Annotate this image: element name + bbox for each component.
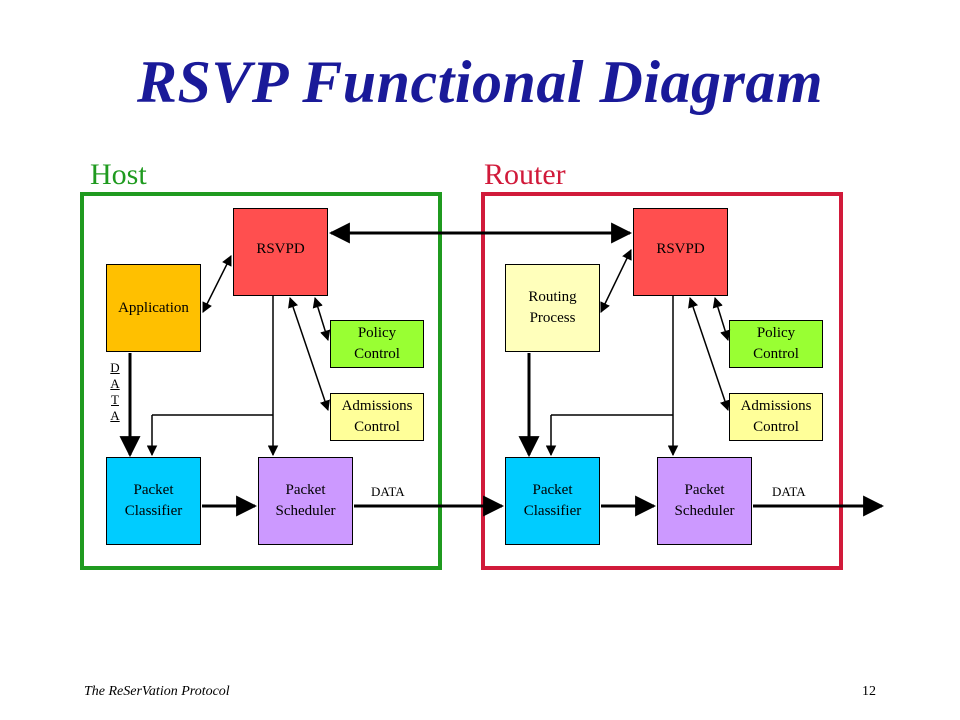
host-rsvpd-admission-arrow bbox=[288, 297, 330, 411]
host-packet-classifier-box: Packet Classifier bbox=[106, 457, 201, 545]
host-packet-scheduler-box: Packet Scheduler bbox=[258, 457, 353, 545]
host-frame bbox=[80, 192, 442, 570]
router-frame bbox=[481, 192, 843, 570]
router-data-label: DATA bbox=[772, 484, 806, 499]
host-data-vertical-label: D A T A bbox=[110, 360, 120, 423]
router-label: Router bbox=[484, 158, 566, 191]
router-packet-scheduler-box: Packet Scheduler bbox=[657, 457, 752, 545]
slide-title: RSVP Functional Diagram bbox=[136, 49, 824, 115]
router-policy-control-box: Policy Control bbox=[729, 320, 823, 368]
page-number: 12 bbox=[862, 684, 876, 699]
host-app-rsvpd-arrow bbox=[202, 255, 232, 313]
host-application-box: Application bbox=[106, 264, 201, 352]
router-routing-rsvpd-arrow bbox=[600, 249, 632, 313]
host-data-label: DATA bbox=[371, 484, 405, 499]
router-rsvpd-admission-arrow bbox=[688, 297, 730, 411]
router-rsvpd-policy-arrow bbox=[712, 296, 731, 342]
host-rsvpd-box: RSVPD bbox=[233, 208, 328, 296]
router-rsvpd-box: RSVPD bbox=[633, 208, 728, 296]
host-policy-control-box: Policy Control bbox=[330, 320, 424, 368]
router-routing-process-box: Routing Process bbox=[505, 264, 600, 352]
host-label: Host bbox=[90, 158, 147, 191]
footer-title: The ReSerVation Protocol bbox=[84, 684, 230, 699]
host-rsvpd-policy-arrow bbox=[312, 296, 331, 342]
router-admissions-control-box: Admissions Control bbox=[729, 393, 823, 441]
router-packet-classifier-box: Packet Classifier bbox=[505, 457, 600, 545]
host-admissions-control-box: Admissions Control bbox=[330, 393, 424, 441]
